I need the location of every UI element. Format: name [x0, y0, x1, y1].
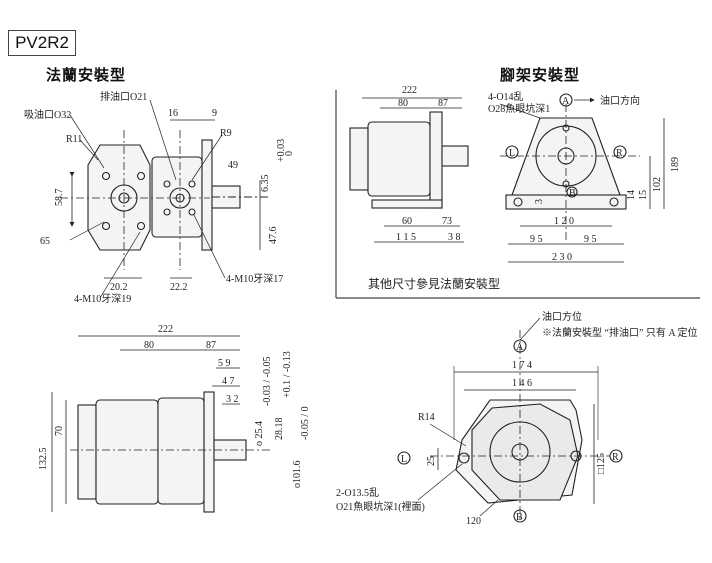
flange-mount-title: 法蘭安裝型: [46, 66, 127, 84]
side-dim-87: 87: [206, 340, 216, 351]
foot-marker-r: R: [616, 148, 623, 159]
front-port-note: ※法蘭安裝型 “排油口” 只有 A 定位: [542, 326, 698, 339]
side-key-dim: 28.18: [274, 418, 285, 441]
radius-r9: R9: [220, 128, 232, 139]
thread-m10-17: 4-M10牙深17: [226, 273, 283, 285]
front-dim-125: □125: [596, 453, 607, 474]
foot-spotface: O28魚眼坑深1: [488, 102, 550, 115]
foot-dim-73: 73: [442, 216, 452, 227]
front-dim-174: 1 7 4: [512, 360, 532, 371]
front-marker-l: L: [401, 454, 407, 465]
radius-r11: R11: [66, 134, 82, 145]
foot-dim-222: 222: [402, 85, 417, 96]
side-dim-59: 5 9: [218, 358, 231, 369]
side-dim-32: 3 2: [226, 394, 239, 405]
foot-dim-230: 2 3 0: [552, 252, 572, 263]
dim-65: 65: [40, 236, 50, 247]
front-dim-25: 25: [426, 456, 437, 466]
front-radius-r14: R14: [418, 412, 435, 423]
dim-22-2: 22.2: [170, 282, 188, 293]
foot-dim-38: 3 8: [448, 232, 461, 243]
tol-upper: +0.03: [276, 139, 287, 162]
dim-47-6: 47.6: [268, 227, 279, 245]
dim-20-2: 20.2: [110, 282, 128, 293]
front-marker-b: B: [516, 512, 523, 523]
foot-dim-14: 14: [626, 190, 637, 200]
side-shaft-diameter: o 25.4: [254, 421, 265, 446]
side-dim-70: 70: [54, 426, 65, 436]
foot-dim-95-right: 9 5: [584, 234, 597, 245]
foot-dim-95-left: 9 5: [530, 234, 543, 245]
side-dim-80: 80: [144, 340, 154, 351]
front-holes: 2-O13.5乱: [336, 487, 379, 499]
foot-dim-3: 3: [534, 199, 545, 204]
dim-16: 16: [168, 108, 178, 119]
side-dim-222: 222: [158, 324, 173, 335]
foot-dim-60: 60: [402, 216, 412, 227]
model-label: PV2R2: [8, 30, 76, 56]
front-dim-146: 1 4 6: [512, 378, 532, 389]
side-shaft-tol: -0.03 / -0.05: [262, 357, 273, 406]
foot-mount-title: 腳架安裝型: [500, 66, 581, 84]
front-marker-a: A: [516, 342, 524, 353]
front-view: [397, 317, 623, 523]
foot-side-view: [349, 97, 469, 243]
foot-dim-15: 15: [638, 190, 649, 200]
side-key-tol: +0.1 / -0.13: [282, 351, 293, 398]
foot-marker-a: A: [562, 96, 570, 107]
tol-lower: 0: [284, 151, 295, 156]
front-oil-port: 油口方位: [542, 310, 582, 323]
foot-dim-189: 189: [670, 157, 681, 172]
foot-dim-120: 1 2 0: [554, 216, 574, 227]
side-dim-132-5: 132.5: [38, 448, 49, 471]
dim-49: 49: [228, 160, 238, 171]
front-spotface: O21魚眼坑深1(裡面): [336, 500, 425, 513]
foot-holes: 4-O14乱: [488, 91, 524, 103]
thread-m10-19: 4-M10牙深19: [74, 293, 131, 305]
foot-dim-87: 87: [438, 98, 448, 109]
foot-front-view: [499, 93, 665, 263]
front-dim-120: 120: [466, 516, 481, 527]
foot-dim-102: 102: [652, 177, 663, 192]
dim-6-35: 6.35: [260, 175, 271, 193]
foot-marker-b: B: [569, 188, 576, 199]
side-pilot-tol: -0.05 / 0: [300, 406, 311, 440]
front-marker-r: R: [612, 452, 619, 463]
foot-dim-80: 80: [398, 98, 408, 109]
suction-port-label: 吸油口O32: [24, 108, 71, 121]
side-view: [51, 335, 270, 513]
discharge-port-label: 排油口O21: [100, 90, 147, 103]
foot-note: 其他尺寸參見法蘭安裝型: [368, 276, 500, 291]
side-dim-47: 4 7: [222, 376, 235, 387]
dim-58-7: 58.7: [54, 189, 65, 207]
foot-dim-115: 1 1 5: [396, 232, 416, 243]
foot-oil-direction: 油口方向: [600, 94, 640, 107]
foot-marker-l: L: [509, 148, 515, 159]
side-pilot-diameter: o101.6: [292, 461, 303, 489]
flange-view: [60, 99, 270, 299]
dim-9: 9: [212, 108, 217, 119]
